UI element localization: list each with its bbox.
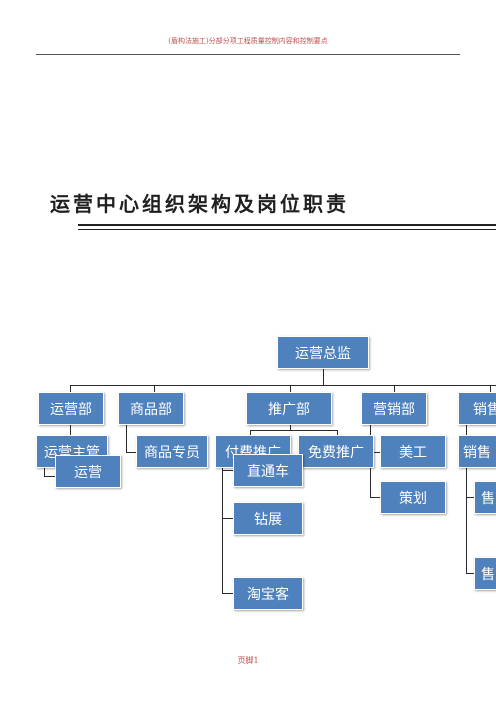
connector	[222, 466, 223, 594]
connector	[290, 385, 291, 393]
connector	[370, 452, 380, 453]
node-planner: 策划	[380, 481, 446, 514]
node-designer: 美工	[380, 435, 446, 468]
node-dept-promo: 推广部	[246, 392, 332, 425]
connector	[70, 385, 71, 393]
page-title: 运营中心组织架构及岗位职责	[50, 192, 349, 216]
connector	[466, 573, 474, 574]
node-diamond-booth: 钻展	[233, 502, 303, 535]
connector	[466, 497, 474, 498]
connector	[394, 385, 395, 393]
node-ops: 运营	[55, 455, 121, 488]
connector	[222, 518, 233, 519]
title-rule-thin	[78, 229, 496, 230]
connector	[466, 466, 467, 574]
node-sales-sub: 销售	[458, 435, 496, 468]
connector	[370, 497, 380, 498]
header-rule	[36, 54, 460, 55]
connector	[70, 385, 496, 386]
connector	[222, 470, 233, 471]
node-through-train: 直通车	[233, 454, 303, 487]
connector	[44, 468, 45, 476]
connector	[290, 424, 291, 430]
connector	[126, 452, 136, 453]
connector	[323, 368, 324, 385]
connector	[490, 385, 491, 393]
connector	[126, 424, 127, 452]
node-goods-specialist: 商品专员	[136, 435, 208, 468]
node-dept-marketing: 营销部	[361, 392, 427, 425]
connector	[44, 476, 55, 477]
node-taobaoke: 淘宝客	[233, 577, 303, 610]
node-free-promo: 免费推广	[298, 435, 374, 468]
connector	[222, 593, 233, 594]
page-footer: 页脚1	[237, 656, 259, 665]
connector	[250, 430, 337, 431]
page-header: (盾构法施工)分部分项工程质量控制内容和控制要点	[168, 37, 328, 45]
node-sales-b: 售	[474, 557, 496, 590]
connector	[154, 385, 155, 393]
connector	[250, 430, 251, 436]
title-rule-thick	[78, 224, 496, 226]
connector	[337, 430, 338, 436]
node-dept-ops: 运营部	[38, 392, 104, 425]
node-sales-a: 售	[474, 481, 496, 514]
node-dept-sales: 销售	[458, 392, 496, 425]
node-root: 运营总监	[277, 336, 369, 369]
node-dept-goods: 商品部	[118, 392, 184, 425]
connector	[70, 424, 71, 436]
